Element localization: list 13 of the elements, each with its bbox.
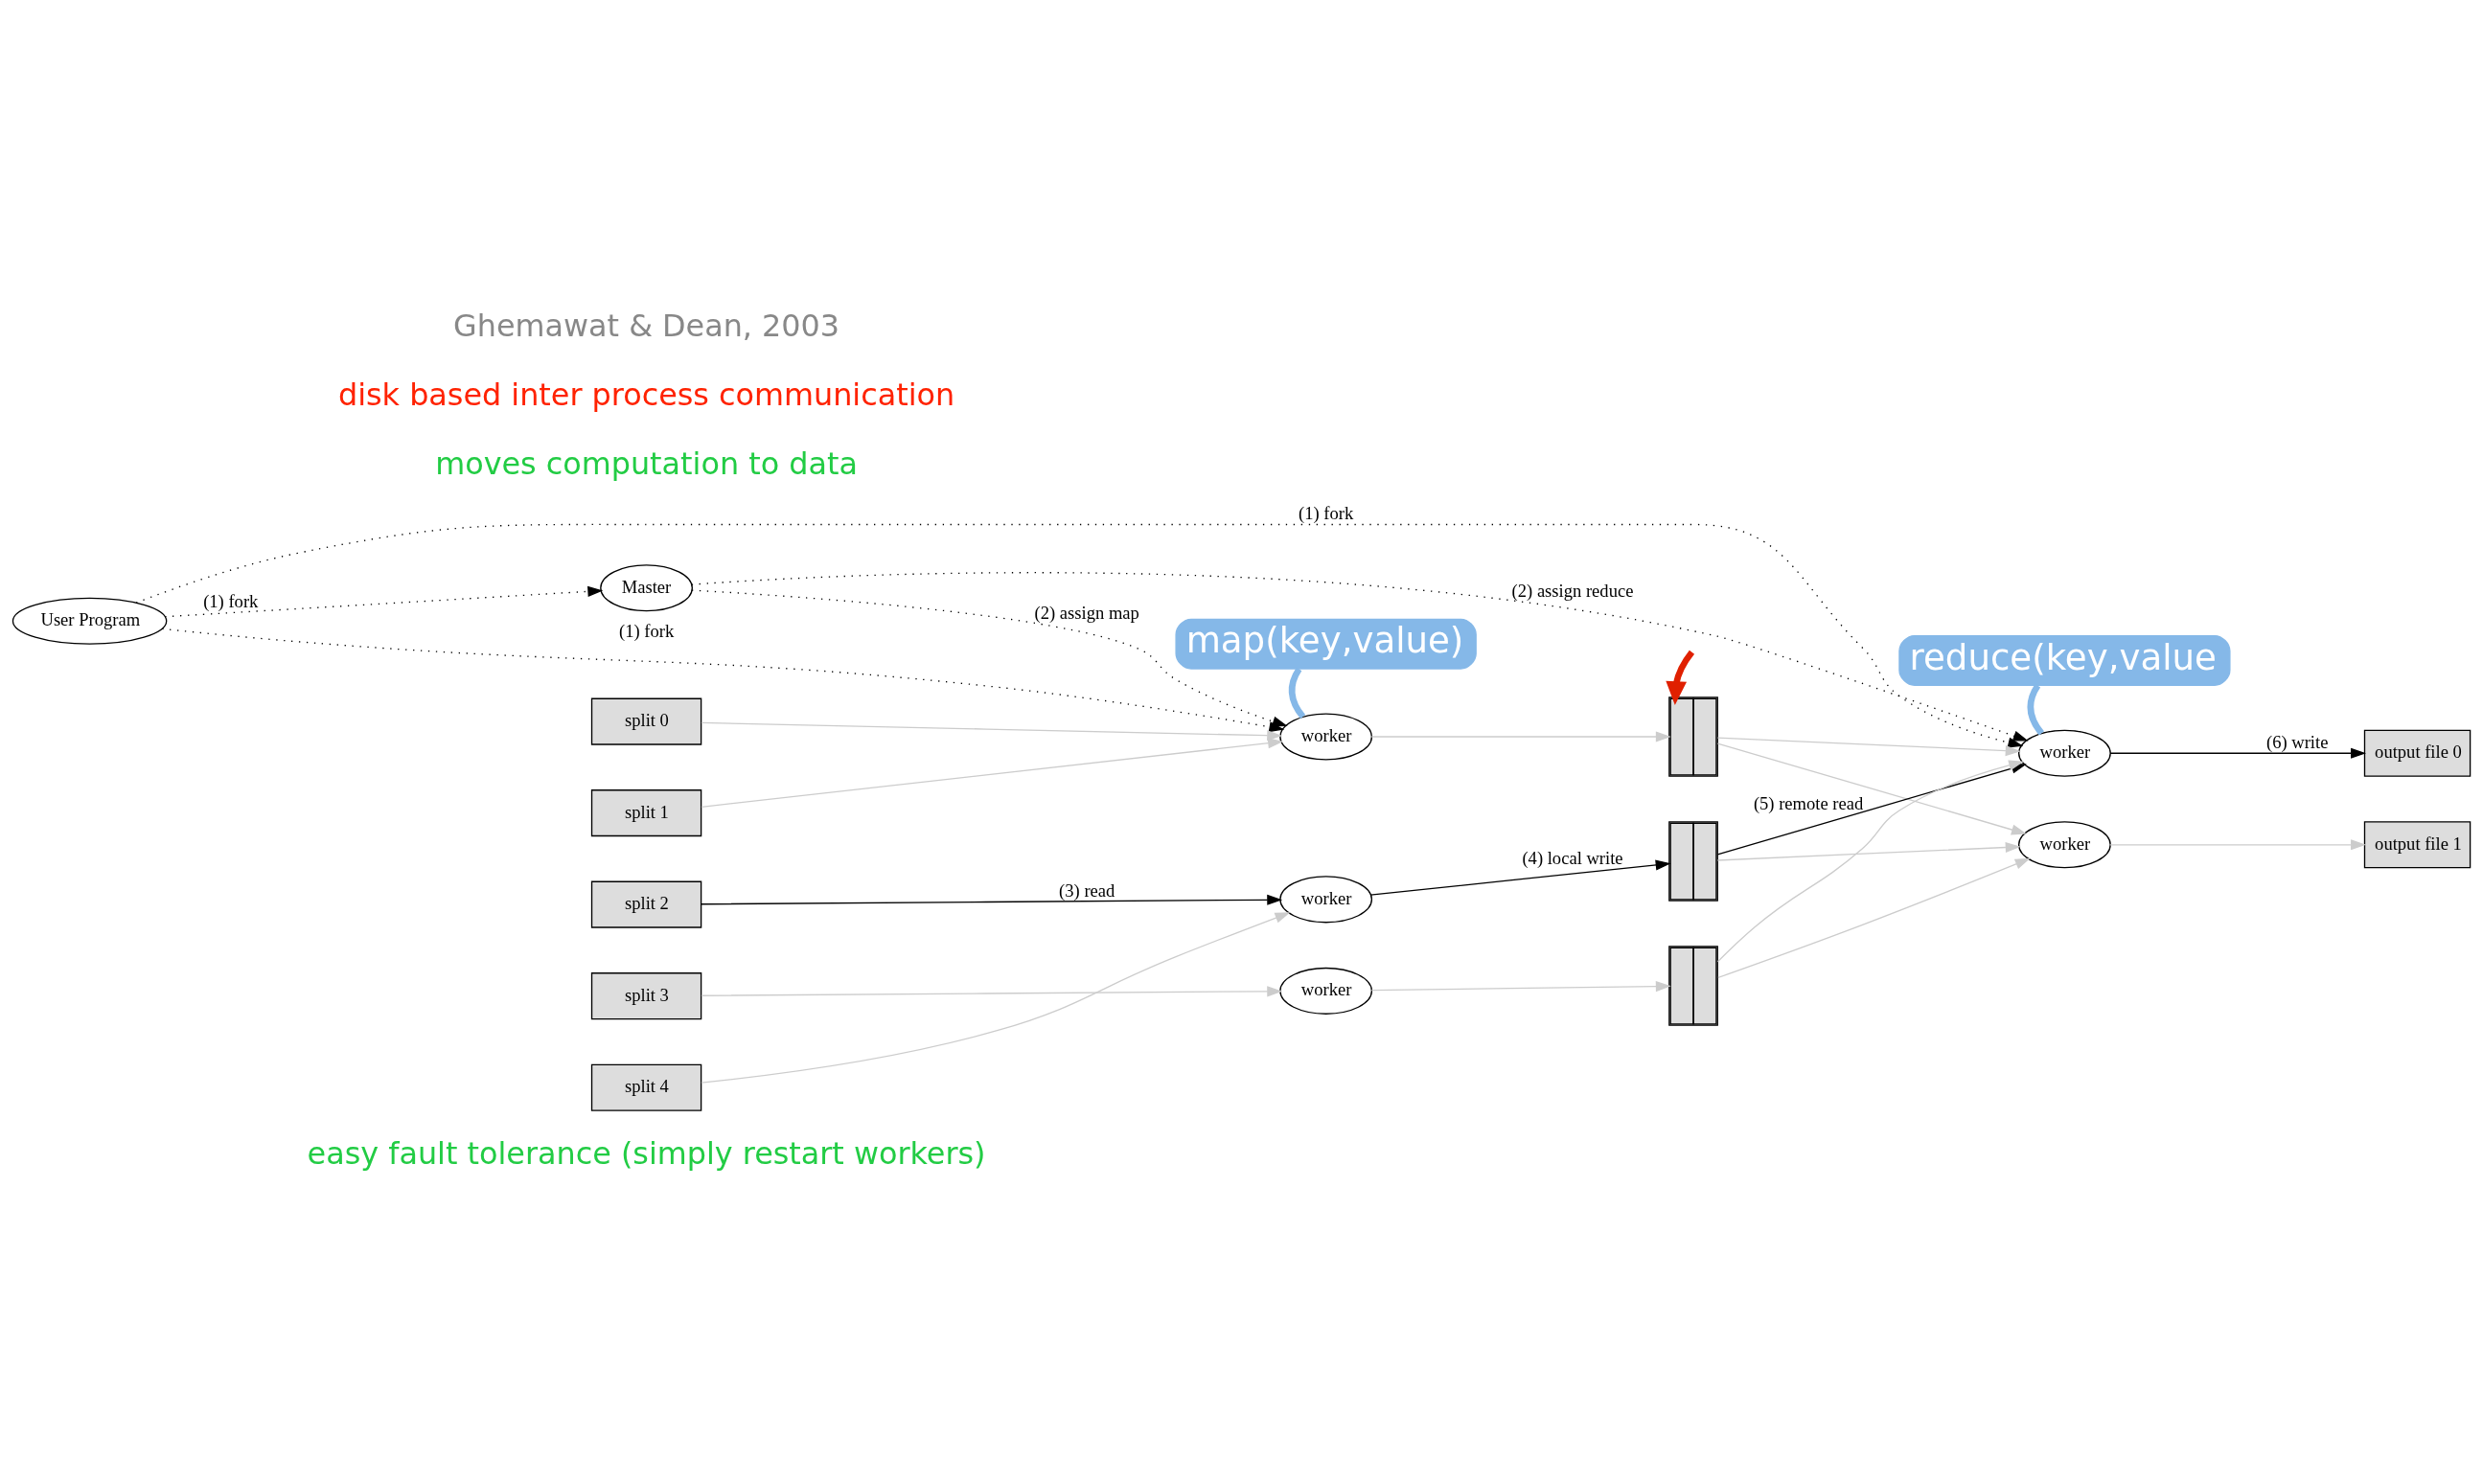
edge-label: (6) write (2265, 731, 2329, 752)
edge-label: (3) read (1059, 879, 1115, 901)
label: disk based inter process communication (337, 376, 955, 413)
edge-label: (1) fork (1299, 502, 1354, 523)
edge-label: (5) remote read (1753, 792, 1864, 813)
edge-label: (2) assign map (1034, 602, 1139, 623)
edge-label: (1) fork (203, 590, 259, 611)
edge-label: (4) local write (1522, 847, 1623, 868)
edge-label: (1) fork (618, 619, 675, 640)
label: Ghemawat & Dean, 2003 (453, 307, 840, 344)
label: moves computation to data (435, 445, 858, 482)
edge-label: (2) assign reduce (1511, 580, 1634, 601)
label: easy fault tolerance (simply restart workers) (307, 1134, 986, 1172)
